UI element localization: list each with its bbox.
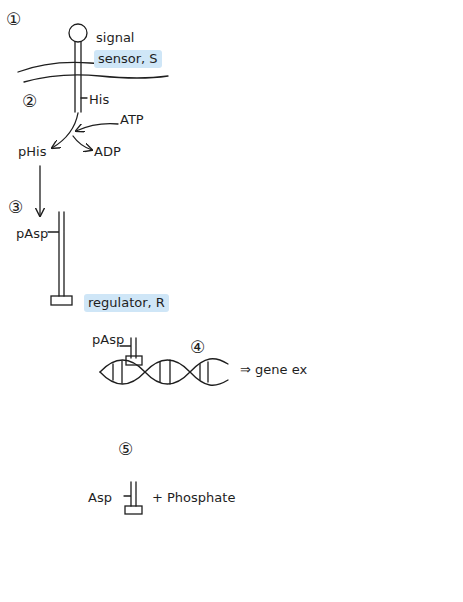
residue-label: Asp bbox=[88, 490, 112, 506]
receptor-head bbox=[69, 24, 87, 42]
callout-number: ② bbox=[22, 92, 37, 110]
sensor-highlight: sensor, S bbox=[94, 50, 162, 68]
residue-label: pHis bbox=[18, 144, 46, 160]
regulator-domain bbox=[51, 296, 72, 305]
receptor-stem bbox=[75, 42, 81, 112]
adp-arrow bbox=[73, 136, 92, 150]
gene-expression-label: ⇒ gene ex bbox=[240, 362, 307, 378]
phosphate-label: + Phosphate bbox=[152, 490, 235, 506]
free-regulator-domain bbox=[125, 506, 142, 514]
membrane-line bbox=[24, 75, 168, 82]
regulator-stem bbox=[48, 212, 64, 296]
residue-label: pAsp bbox=[92, 332, 124, 348]
atp-arrow bbox=[76, 124, 118, 131]
his-tick bbox=[81, 97, 87, 98]
dna-rungs bbox=[113, 360, 208, 384]
residue-label: pAsp bbox=[16, 226, 48, 242]
dna-strand bbox=[100, 360, 228, 385]
node-text: regulator, R bbox=[88, 295, 165, 311]
regulator-highlight: regulator, R bbox=[84, 294, 169, 312]
bound-regulator-domain bbox=[126, 356, 142, 365]
dna-strand bbox=[100, 359, 228, 384]
callout-number: ① bbox=[6, 10, 21, 28]
transfer-arrow bbox=[39, 166, 40, 216]
phospho-arrow bbox=[52, 113, 78, 148]
residue-label: His bbox=[89, 92, 109, 108]
signal-label: signal bbox=[96, 30, 134, 46]
callout-number: ④ bbox=[190, 338, 205, 356]
molecule-label: ADP bbox=[94, 144, 121, 160]
callout-number: ⑤ bbox=[118, 440, 133, 458]
node-text: sensor, S bbox=[98, 51, 158, 67]
free-regulator-stem bbox=[124, 482, 136, 506]
callout-number: ③ bbox=[8, 198, 23, 216]
molecule-label: ATP bbox=[120, 112, 144, 128]
